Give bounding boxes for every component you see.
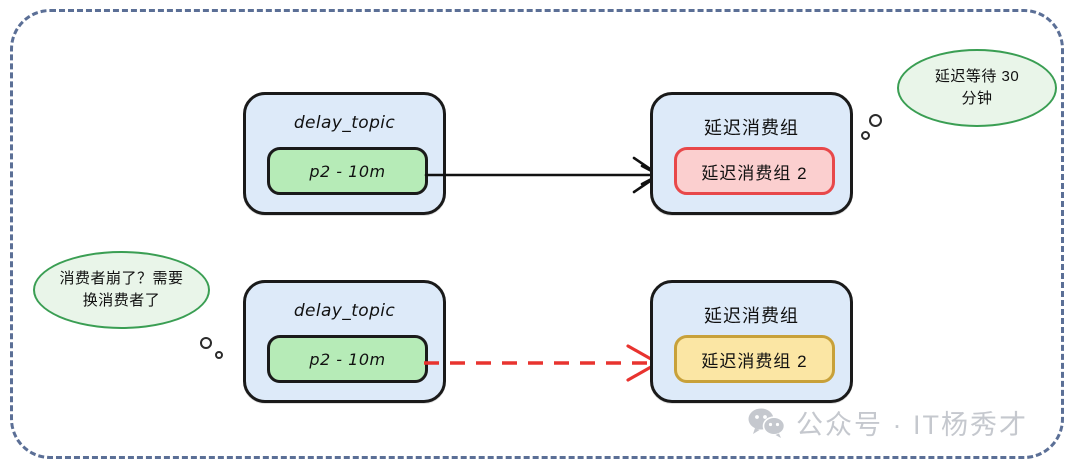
topic-card-bottom-title: delay_topic xyxy=(293,301,396,321)
topic-card-top-title: delay_topic xyxy=(293,113,396,133)
thought-dot-large-top xyxy=(869,114,882,127)
arrow-solid-top xyxy=(424,156,661,194)
thought-dot-small-bottom xyxy=(215,351,223,359)
topic-card-bottom[interactable]: delay_topic p2 - 10m xyxy=(243,280,446,403)
consumer-member-pill-top[interactable]: 延迟消费组 2 xyxy=(674,147,835,195)
consumer-group-card-bottom-title: 延迟消费组 xyxy=(704,306,799,326)
thought-bubble-consumer-crash-line-2: 换消费者了 xyxy=(82,292,161,309)
thought-bubble-delay-wait-line-1: 延迟等待 30 xyxy=(934,68,1020,86)
watermark-text: 公众号 · IT杨秀才 xyxy=(796,410,1028,440)
watermark: 公众号 · IT杨秀才 xyxy=(748,403,1028,442)
wechat-icon xyxy=(748,408,786,438)
topic-partition-pill-top[interactable]: p2 - 10m xyxy=(267,147,428,195)
consumer-group-card-top[interactable]: 延迟消费组 延迟消费组 2 xyxy=(650,92,853,215)
consumer-group-card-bottom[interactable]: 延迟消费组 延迟消费组 2 xyxy=(650,280,853,403)
thought-bubble-delay-wait-line-2: 分钟 xyxy=(961,90,993,107)
thought-dot-small-top xyxy=(861,131,870,140)
dashed-outer-frame xyxy=(10,9,1064,459)
thought-dot-large-bottom xyxy=(200,337,212,349)
consumer-member-pill-bottom[interactable]: 延迟消费组 2 xyxy=(674,335,835,383)
topic-partition-pill-bottom[interactable]: p2 - 10m xyxy=(267,335,428,383)
consumer-group-card-top-title: 延迟消费组 xyxy=(704,118,799,138)
thought-bubble-consumer-crash-line-1: 消费者崩了？需要 xyxy=(59,270,184,288)
thought-bubble-delay-wait: 延迟等待 30 分钟 xyxy=(897,49,1057,127)
topic-card-top[interactable]: delay_topic p2 - 10m xyxy=(243,92,446,215)
arrow-dashed-bottom xyxy=(424,344,660,382)
thought-bubble-consumer-crash: 消费者崩了？需要 换消费者了 xyxy=(33,251,210,329)
